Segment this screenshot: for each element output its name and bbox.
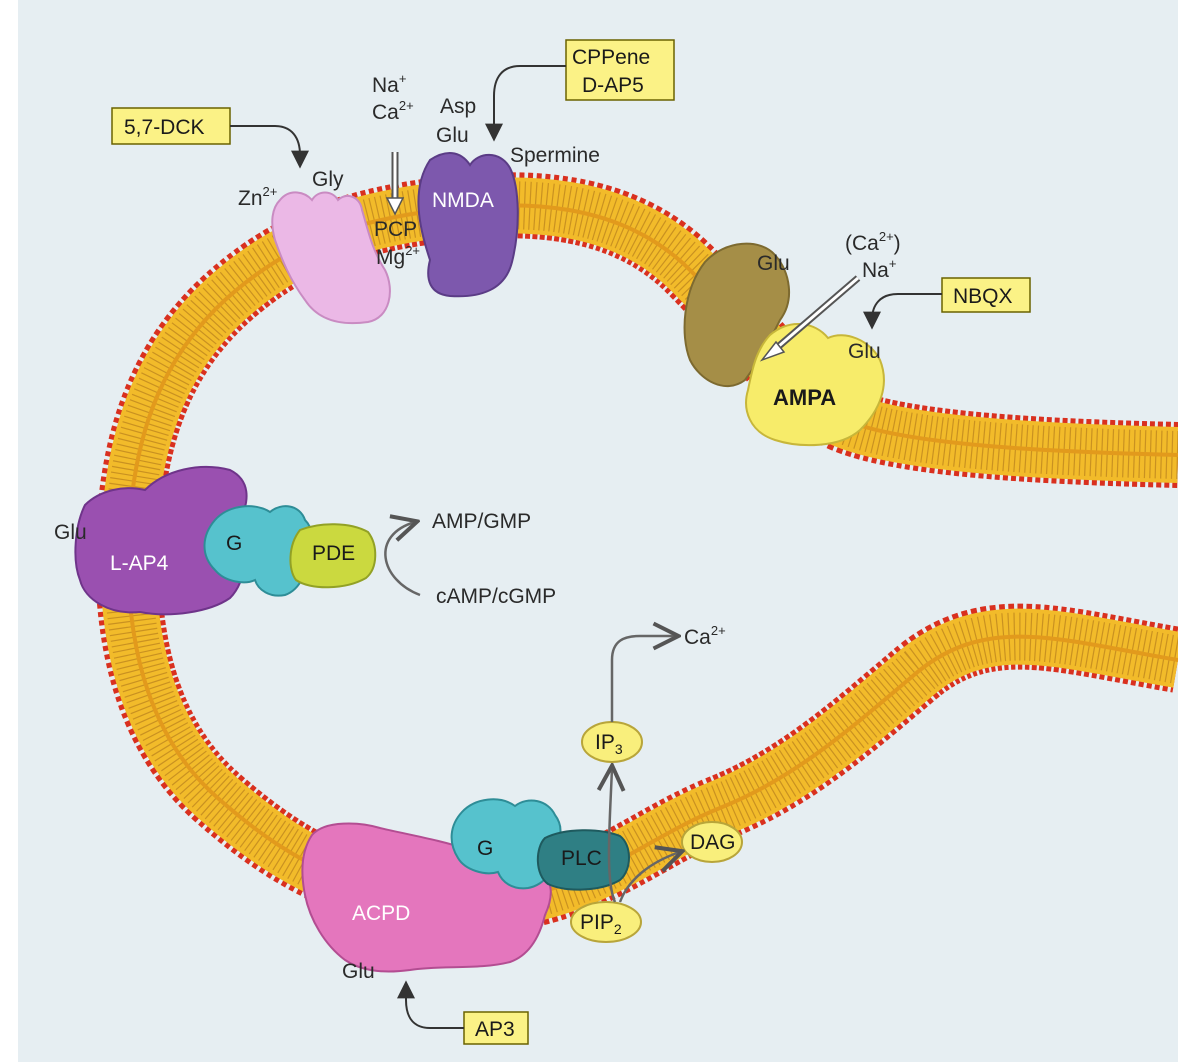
- nmda-label: NMDA: [432, 189, 494, 212]
- asp-label: Asp: [440, 95, 476, 118]
- dap5-label: D-AP5: [582, 74, 644, 97]
- dck-drug-box: 5,7-DCK: [112, 108, 230, 144]
- lap4-label: L-AP4: [110, 552, 169, 575]
- nbqx-drug-box: NBQX: [942, 278, 1030, 312]
- cppene-dap5-drug-box: CPPene D-AP5: [566, 40, 674, 100]
- dck-label: 5,7-DCK: [124, 116, 205, 139]
- spermine-label: Spermine: [510, 144, 600, 167]
- nmda-receptor: [418, 153, 517, 296]
- glu-acpd-label: Glu: [342, 960, 375, 983]
- gly-label: Gly: [312, 168, 344, 191]
- glu-ampa-label: Glu: [848, 340, 881, 363]
- g-protein-top-label: G: [226, 532, 242, 555]
- g-protein-bottom-label: G: [477, 837, 493, 860]
- dag-label: DAG: [690, 831, 736, 854]
- pcp-label: PCP: [374, 218, 417, 241]
- ampa-label: AMPA: [773, 385, 836, 410]
- pde-label: PDE: [312, 542, 355, 565]
- acpd-label: ACPD: [352, 902, 410, 925]
- cppene-label: CPPene: [572, 46, 650, 69]
- plc-label: PLC: [561, 847, 602, 870]
- glu-kainate-label: Glu: [757, 252, 790, 275]
- nbqx-label: NBQX: [953, 285, 1013, 308]
- ap3-drug-box: AP3: [464, 1012, 528, 1044]
- ap3-label: AP3: [475, 1018, 515, 1041]
- glu-lap4-label: Glu: [54, 521, 87, 544]
- glu-nmda-label: Glu: [436, 124, 469, 147]
- camp-cgmp-label: cAMP/cGMP: [436, 585, 556, 608]
- amp-gmp-label: AMP/GMP: [432, 510, 531, 533]
